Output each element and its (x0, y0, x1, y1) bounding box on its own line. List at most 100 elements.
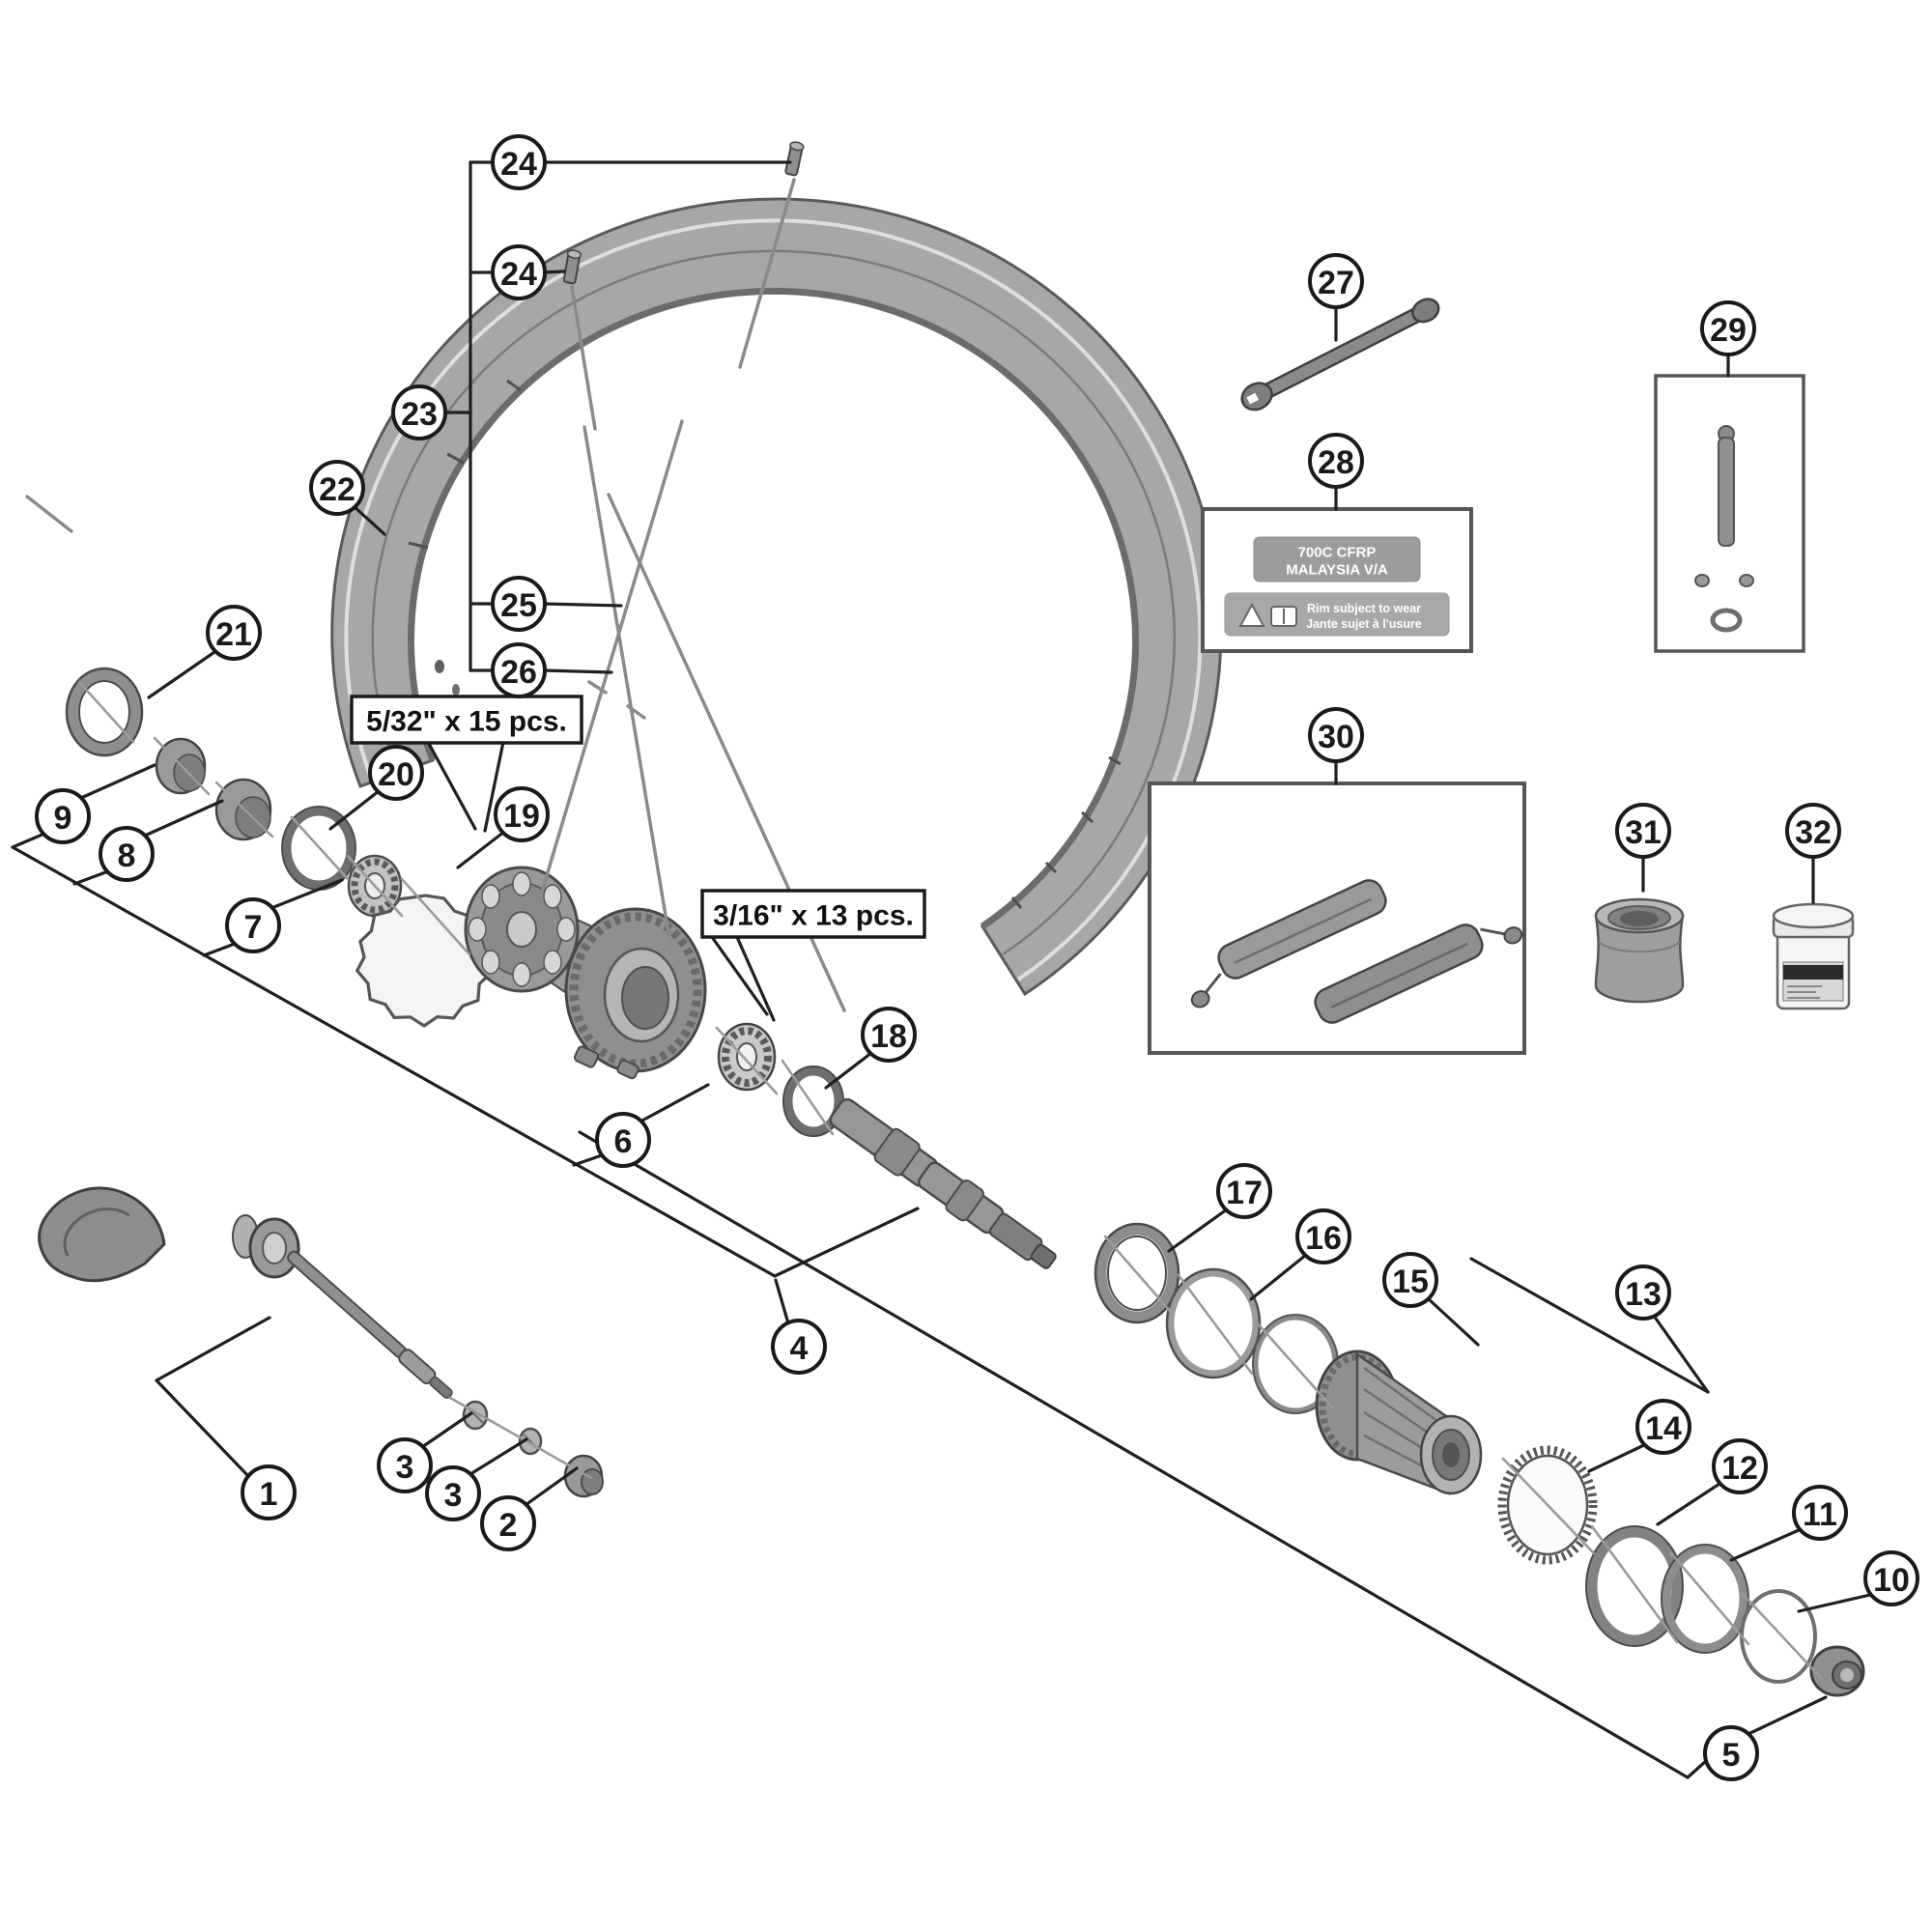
callout-circle (771, 1319, 827, 1375)
leader-line (143, 799, 224, 838)
seal-ring-16 (1165, 1267, 1262, 1379)
hub-body (464, 866, 707, 1080)
spoke-line (738, 178, 796, 369)
leader-line (352, 504, 386, 536)
callout-24: 24 (491, 244, 547, 300)
axis-mark (77, 680, 135, 744)
spoke-nipple-lower (562, 249, 582, 285)
callout-circle (491, 576, 547, 632)
callout-1: 1 (241, 1464, 297, 1520)
callout-circle (491, 134, 547, 190)
leader-line (1652, 1314, 1710, 1394)
callout-number: 10 (1873, 1562, 1910, 1599)
warning-triangle-icon (1238, 602, 1265, 627)
axis-mark (1590, 1524, 1679, 1644)
axis-mark (1254, 1320, 1335, 1410)
seal-ring-12 (1585, 1525, 1684, 1647)
callout-18: 18 (861, 1007, 917, 1063)
callout-circle (99, 826, 155, 882)
left-spoke-count-label: 5/32" x 15 pcs. (366, 706, 567, 738)
callout-20: 20 (368, 745, 424, 801)
callout-circle (1785, 803, 1841, 859)
leader-line (155, 1316, 271, 1382)
callout-32: 32 (1785, 803, 1841, 859)
callout-3: 3 (425, 1465, 481, 1521)
rim-inner-edge (407, 287, 1139, 929)
callout-circle (1308, 253, 1364, 309)
spoke-nipple-upper (784, 141, 805, 177)
spoke-line (535, 419, 684, 910)
callout-number: 29 (1710, 312, 1747, 349)
spoke-line (25, 495, 73, 533)
valve-nut-left (1694, 574, 1710, 587)
leader-lines-layer (11, 160, 1872, 1779)
callout-number: 17 (1226, 1175, 1263, 1211)
callout-circle (861, 1007, 917, 1063)
callout-circle (494, 786, 550, 842)
callout-number: 24 (500, 256, 537, 293)
callout-27: 27 (1308, 253, 1364, 309)
axis-mark (715, 1026, 779, 1095)
callout-number: 14 (1645, 1410, 1682, 1447)
callout-3: 3 (377, 1437, 433, 1493)
callout-circle (491, 642, 547, 698)
leader-line (542, 668, 613, 674)
valve-nut-right (1739, 574, 1754, 587)
rim-valve-hole (435, 660, 444, 673)
callout-26: 26 (491, 642, 547, 698)
leader-line (155, 1378, 249, 1477)
callout-number: 1 (260, 1476, 278, 1513)
tubeless-adapter (1594, 897, 1685, 1004)
leader-line (774, 1278, 790, 1325)
axis-mark (781, 1059, 835, 1136)
callout-25: 25 (491, 576, 547, 632)
qr-end-cap-2 (563, 1454, 604, 1498)
axis-mark (1669, 1551, 1750, 1646)
leader-line (1469, 1257, 1710, 1394)
callout-21: 21 (206, 605, 262, 661)
callout-circle (391, 384, 447, 440)
callout-8: 8 (99, 826, 155, 882)
leader-line (1729, 1528, 1801, 1562)
callout-19: 19 (494, 786, 550, 842)
leader-line (328, 789, 381, 831)
callout-circle (480, 1495, 536, 1551)
axis-mark (448, 1396, 593, 1480)
callout-number: 2 (499, 1507, 518, 1544)
axis-mark (1741, 1592, 1824, 1681)
rim-spoke-hole (452, 684, 460, 696)
callout-circle (206, 605, 262, 661)
callout-circle (309, 460, 365, 516)
callout-5: 5 (1703, 1725, 1759, 1781)
callout-circle (1863, 1550, 1919, 1606)
leader-line (1426, 1296, 1480, 1347)
leader-line (824, 1051, 873, 1090)
callout-number: 16 (1305, 1220, 1342, 1257)
callout-2: 2 (480, 1495, 536, 1551)
leader-line (202, 942, 237, 957)
leader-line (147, 648, 219, 699)
callout-number: 9 (54, 800, 72, 837)
leader-line (456, 830, 506, 869)
leader-line (270, 878, 344, 910)
sticker-model-line2: MALAYSIA V/A (1286, 562, 1388, 579)
callout-22: 22 (309, 460, 365, 516)
thread-ring-17 (1094, 1222, 1180, 1324)
leader-line (426, 740, 477, 831)
brake-pad-first (1190, 879, 1387, 1009)
rim-body (330, 197, 1223, 997)
callout-circle (425, 1465, 481, 1521)
quick-release-lever (38, 1186, 300, 1283)
leader-line (11, 832, 46, 849)
leader-line (773, 1207, 920, 1278)
callout-10: 10 (1863, 1550, 1919, 1606)
callout-circle (1700, 300, 1756, 356)
callout-circle (1382, 1252, 1438, 1308)
rim (330, 197, 1223, 997)
callout-circle (377, 1437, 433, 1493)
callout-12: 12 (1712, 1438, 1768, 1494)
callouts-layer: 1233456789101112131415161718192021222324… (35, 134, 1919, 1781)
rim-bed-line (371, 249, 1176, 956)
callout-number: 4 (790, 1330, 809, 1367)
right-spoke-count-label: 3/16" x 13 pcs. (713, 900, 914, 932)
